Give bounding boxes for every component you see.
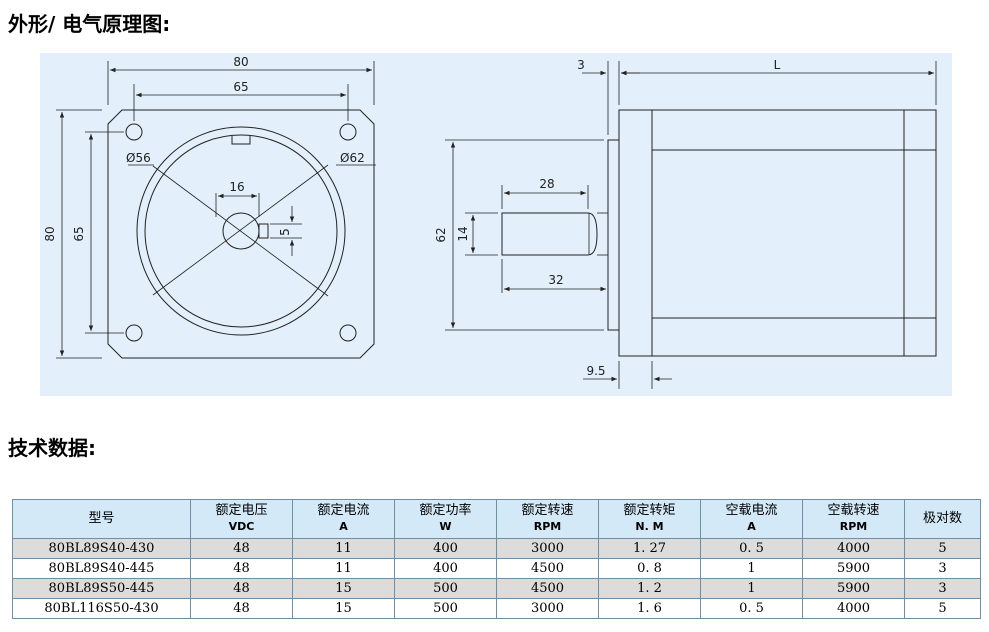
dim-3: 3	[577, 58, 585, 72]
cell-noload-speed: 5900	[802, 558, 905, 579]
dim-65-width: 65	[233, 80, 248, 94]
dim-16: 16	[229, 180, 244, 194]
dim-L: L	[774, 58, 781, 72]
drawing-svg: 80 65 80 65 Ø56 Ø62 16	[43, 55, 937, 389]
cell-torque: 1. 27	[598, 538, 701, 559]
cell-current: 11	[292, 558, 395, 579]
front-view: 80 65 80 65 Ø56 Ø62 16	[43, 55, 376, 359]
dim-d56: Ø56	[126, 151, 151, 165]
cell-speed: 3000	[496, 538, 599, 559]
drawing-heading: 外形/ 电气原理图:	[8, 12, 171, 36]
dim-d62: Ø62	[340, 151, 365, 165]
cell-voltage: 48	[190, 598, 293, 619]
cell-voltage: 48	[190, 558, 293, 579]
cell-torque: 1. 6	[598, 598, 701, 619]
dim-65-height: 65	[72, 226, 86, 241]
cell-current: 11	[292, 538, 395, 559]
header-model: 型号	[12, 499, 191, 539]
dim-32: 32	[548, 273, 563, 287]
cell-pole-pairs: 3	[904, 578, 981, 599]
dim-5: 5	[278, 228, 292, 236]
cell-power: 400	[394, 558, 497, 579]
cell-noload-speed: 4000	[802, 538, 905, 559]
dim-80-width: 80	[233, 55, 248, 69]
cell-pole-pairs: 5	[904, 598, 981, 619]
cell-speed: 4500	[496, 558, 599, 579]
dim-80-height: 80	[43, 226, 57, 241]
cell-noload-speed: 4000	[802, 598, 905, 619]
cell-current: 15	[292, 598, 395, 619]
cell-pole-pairs: 3	[904, 558, 981, 579]
cell-noload-current: 1	[700, 558, 803, 579]
table-row: 80BL89S40-430 48 11 400 3000 1. 27 0. 5 …	[12, 538, 981, 559]
cell-torque: 0. 8	[598, 558, 701, 579]
cell-power: 500	[394, 578, 497, 599]
dim-28: 28	[539, 177, 554, 191]
table-row: 80BL89S40-445 48 11 400 4500 0. 8 1 5900…	[12, 558, 981, 579]
cell-speed: 4500	[496, 578, 599, 599]
cell-noload-speed: 5900	[802, 578, 905, 599]
cell-noload-current: 0. 5	[700, 598, 803, 619]
cell-power: 500	[394, 598, 497, 619]
cell-voltage: 48	[190, 538, 293, 559]
cell-noload-current: 1	[700, 578, 803, 599]
cell-model: 80BL89S40-445	[12, 558, 191, 579]
cell-torque: 1. 2	[598, 578, 701, 599]
specs-heading: 技术数据:	[8, 436, 96, 460]
cell-pole-pairs: 5	[904, 538, 981, 559]
cell-model: 80BL89S50-445	[12, 578, 191, 599]
dim-14: 14	[456, 226, 470, 241]
cell-power: 400	[394, 538, 497, 559]
table-row: 80BL89S50-445 48 15 500 4500 1. 2 1 5900…	[12, 578, 981, 599]
dimension-drawing: 80 65 80 65 Ø56 Ø62 16	[40, 53, 952, 396]
header-pole-pairs: 极对数	[904, 499, 981, 539]
cell-voltage: 48	[190, 578, 293, 599]
cell-current: 15	[292, 578, 395, 599]
cell-model: 80BL89S40-430	[12, 538, 191, 559]
side-view: 3 L 28 62 14 32	[434, 58, 937, 389]
cell-speed: 3000	[496, 598, 599, 619]
table-row: 80BL116S50-430 48 15 500 3000 1. 6 0. 5 …	[12, 598, 981, 619]
cell-model: 80BL116S50-430	[12, 598, 191, 619]
cell-noload-current: 0. 5	[700, 538, 803, 559]
dim-62: 62	[434, 227, 448, 242]
dim-9-5: 9.5	[586, 364, 605, 378]
